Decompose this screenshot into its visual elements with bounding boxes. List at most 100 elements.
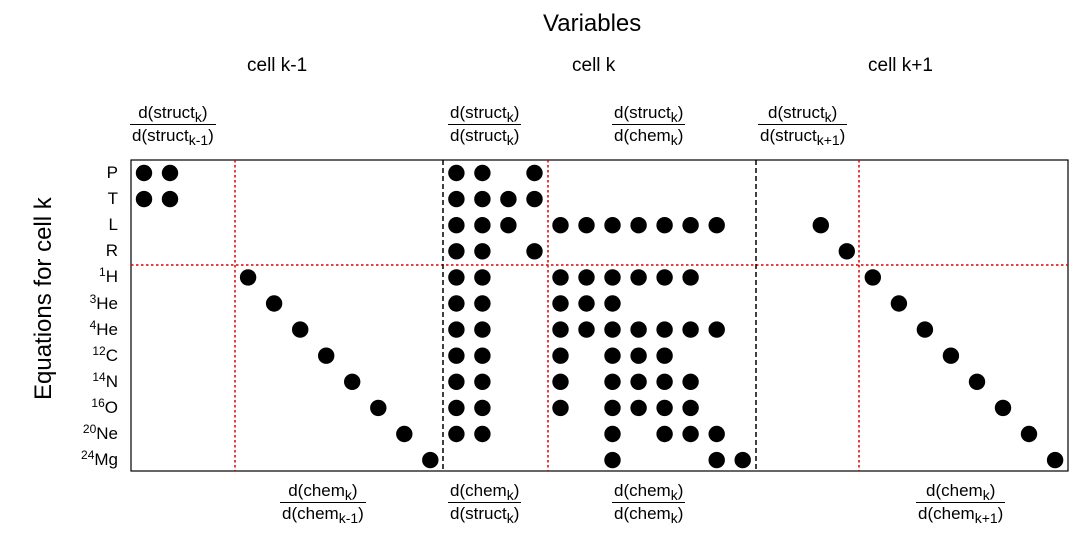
- matrix-dot: [812, 217, 829, 234]
- bottom-label-dchem-dchem-kp1: d(chemk) d(chemk+1): [916, 481, 1006, 526]
- row-label-1H: 1H: [99, 265, 118, 287]
- top-label-dstruct-dstruct-k: d(structk) d(structk): [448, 103, 522, 148]
- matrix-dot: [604, 425, 621, 443]
- matrix-dot: [448, 373, 465, 390]
- matrix-dot: [161, 190, 179, 208]
- matrix-dot: [552, 399, 569, 417]
- matrix-dot: [161, 164, 179, 182]
- matrix-dot: [864, 269, 881, 286]
- matrix-dot: [578, 217, 595, 234]
- top-label-dstruct-dstruct-km1: d(structk) d(structk-1): [130, 103, 216, 148]
- matrix-dot: [500, 190, 517, 208]
- row-label-14N: 14N: [92, 369, 118, 391]
- matrix-dot: [630, 217, 647, 234]
- matrix-dot: [942, 347, 960, 364]
- matrix-dot: [448, 295, 465, 312]
- matrix-dot: [656, 399, 673, 417]
- matrix-dot: [474, 269, 491, 286]
- matrix-dot: [500, 217, 517, 234]
- row-label-3He: 3He: [89, 291, 118, 313]
- matrix-dot: [578, 321, 595, 338]
- matrix-dot: [474, 295, 491, 312]
- matrix-dot: [604, 399, 621, 417]
- matrix-dot: [474, 425, 491, 443]
- matrix-dot: [838, 243, 855, 260]
- matrix-dot: [135, 190, 153, 208]
- matrix-dot: [604, 295, 621, 312]
- matrix-dot: [578, 269, 595, 286]
- row-label-16O: 16O: [91, 395, 118, 417]
- matrix-dot: [344, 373, 361, 390]
- matrix-dot: [1020, 425, 1038, 443]
- matrix-dot: [708, 321, 725, 338]
- matrix-dot: [292, 321, 309, 338]
- bottom-label-dchem-dchem-k: d(chemk) d(chemk): [612, 481, 686, 526]
- matrix-dot: [135, 164, 153, 182]
- matrix-dot: [994, 399, 1012, 417]
- matrix-dot: [474, 321, 491, 338]
- matrix-dot: [526, 190, 543, 208]
- matrix-dot: [890, 295, 908, 312]
- matrix-dot: [422, 451, 439, 469]
- matrix-dot: [604, 373, 621, 390]
- matrix-dot: [578, 295, 595, 312]
- matrix-dot: [448, 190, 465, 208]
- bottom-label-dchem-dstruct-k: d(chemk) d(structk): [448, 481, 522, 526]
- matrix-dot: [708, 217, 725, 234]
- matrix-dot: [448, 164, 465, 182]
- matrix-dot: [604, 269, 621, 286]
- matrix-dot: [448, 347, 465, 364]
- matrix-dot: [656, 425, 673, 443]
- matrix-dot: [448, 269, 465, 286]
- diagram-title: Variables: [543, 10, 642, 37]
- matrix-dot: [682, 399, 699, 417]
- matrix-dot: [630, 321, 647, 338]
- matrix-dot: [682, 321, 699, 338]
- matrix-dot: [448, 243, 465, 260]
- matrix-dot: [708, 451, 725, 469]
- matrix-dot: [265, 295, 283, 312]
- matrix-dot: [604, 451, 621, 469]
- matrix-dot: [682, 373, 699, 390]
- matrix-dot: [552, 321, 569, 338]
- dots-group: [135, 164, 1064, 469]
- matrix-dot: [474, 190, 491, 208]
- matrix-dot: [474, 164, 491, 182]
- row-label-P: P: [106, 163, 118, 182]
- matrix-dot: [526, 164, 543, 182]
- cell-header-k-plus-1: cell k+1: [868, 55, 933, 76]
- matrix-dot: [552, 217, 569, 234]
- row-label-12C: 12C: [92, 343, 118, 365]
- matrix-dot: [474, 217, 491, 234]
- matrix-dot: [604, 347, 621, 364]
- row-label-20Ne: 20Ne: [82, 422, 118, 443]
- cell-header-k-minus-1: cell k-1: [247, 55, 308, 76]
- matrix-dot: [552, 295, 569, 312]
- matrix-dot: [604, 217, 621, 234]
- matrix-dot: [474, 347, 491, 364]
- matrix-dot: [396, 425, 413, 443]
- row-label-4He: 4He: [89, 317, 118, 339]
- matrix-dot: [448, 217, 465, 234]
- matrix-dot: [656, 321, 673, 338]
- matrix-frame: [130, 159, 1069, 472]
- row-label-R: R: [105, 241, 118, 261]
- matrix-dot: [1046, 451, 1064, 469]
- matrix-dot: [526, 243, 543, 260]
- matrix-dot: [656, 347, 673, 364]
- matrix-dot: [474, 399, 491, 417]
- matrix-dot: [708, 425, 725, 443]
- matrix-dot: [682, 217, 699, 234]
- matrix-dot: [552, 347, 569, 364]
- matrix-dot: [916, 321, 934, 338]
- matrix-dot: [474, 373, 491, 390]
- matrix-dot: [448, 425, 465, 443]
- matrix-dot: [604, 321, 621, 338]
- matrix-dot: [552, 373, 569, 390]
- matrix-dot: [552, 269, 569, 286]
- matrix-dot: [318, 347, 335, 364]
- matrix-dot: [474, 243, 491, 260]
- matrix-dot: [630, 347, 647, 364]
- matrix-dot: [630, 399, 647, 417]
